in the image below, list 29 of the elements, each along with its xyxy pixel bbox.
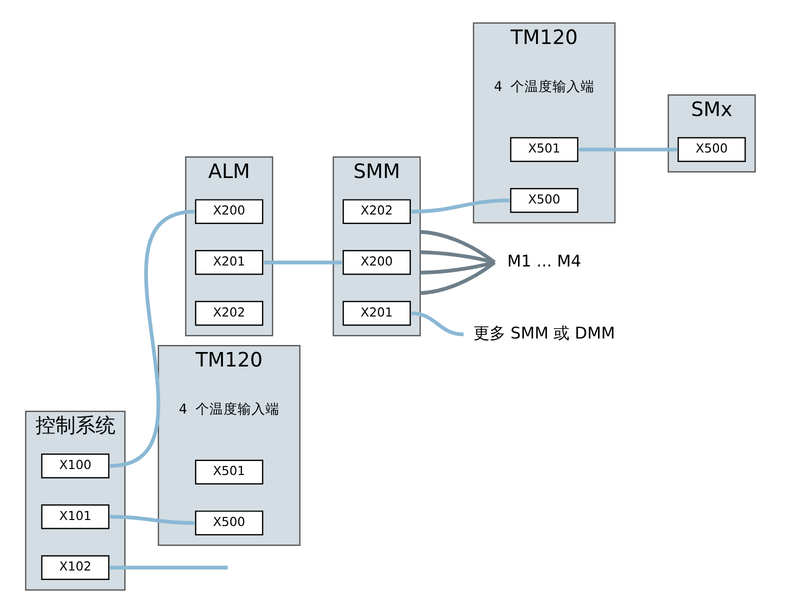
- node-box: X200: [195, 199, 264, 224]
- node-box: X102: [41, 555, 110, 580]
- connector: [411, 198, 510, 214]
- node-box: X500: [510, 188, 578, 213]
- node-box: X100: [41, 454, 110, 478]
- connector: [110, 514, 194, 525]
- node-text: M1 ... M4: [507, 252, 582, 271]
- connector: [420, 250, 496, 264]
- node-box: X201: [195, 250, 264, 275]
- node-label: 4 个温度输入端: [178, 402, 280, 418]
- connector: [420, 230, 496, 264]
- connector: [578, 148, 677, 152]
- node-box: X202: [195, 300, 264, 326]
- connector: [264, 260, 342, 264]
- node-text: 更多 SMM 或 DMM: [473, 324, 616, 343]
- node-box: X101: [41, 504, 110, 530]
- connector: [420, 260, 496, 275]
- connector: [411, 311, 464, 336]
- node-box: X501: [510, 137, 578, 162]
- node-box: X501: [195, 460, 264, 485]
- node-box: X202: [342, 199, 411, 224]
- connector: [110, 210, 195, 468]
- connector: [110, 566, 228, 570]
- node-box: X201: [342, 300, 411, 326]
- connector: [420, 260, 496, 295]
- node-box: X200: [342, 250, 411, 275]
- node-box: X500: [678, 137, 746, 162]
- node-box: X500: [195, 510, 264, 536]
- node-label: 4 个温度输入端: [494, 79, 594, 96]
